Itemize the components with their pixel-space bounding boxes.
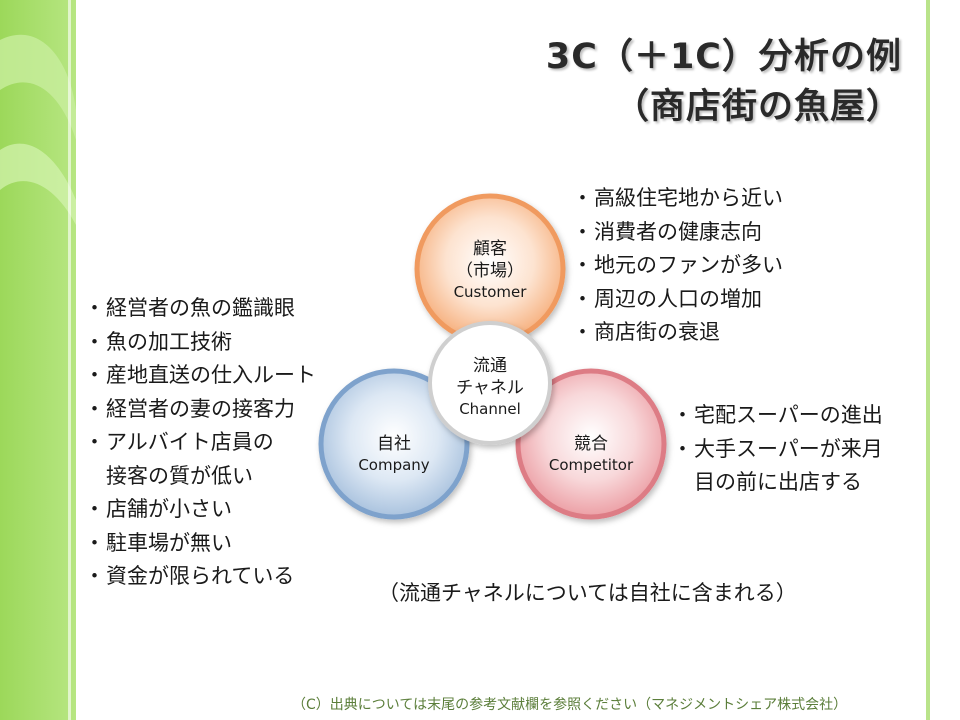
list-item: ・高級住宅地から近い <box>572 186 783 210</box>
band-swirl-decoration <box>0 34 76 140</box>
company-en-label: Company <box>358 456 430 474</box>
channel-jp-label: 流通 <box>473 356 507 376</box>
list-item: ・消費者の健康志向 <box>572 219 762 244</box>
competitor-en-label: Competitor <box>548 456 634 474</box>
list-item: ・経営者の妻の接客力 <box>84 396 295 421</box>
customer-points-list: ・高級住宅地から近い ・消費者の健康志向 ・地元のファンが多い ・周辺の人口の増… <box>572 182 783 350</box>
company-points-list: ・経営者の魚の鑑識眼 ・魚の加工技術 ・産地直送の仕入ルート ・経営者の妻の接客… <box>84 292 316 594</box>
competitor-circle <box>515 368 667 520</box>
channel-note: （流通チャネルについては自社に含まれる） <box>378 581 797 605</box>
list-item: ・店舗が小さい <box>84 497 232 521</box>
customer-jp-label: 顧客 <box>473 239 507 259</box>
left-green-band <box>0 0 76 720</box>
list-item: ・地元のファンが多い <box>572 253 783 277</box>
list-item: ・宅配スーパーの進出 <box>672 403 883 427</box>
competitor-jp-label: 競合 <box>574 434 608 454</box>
channel-en-label: Channel <box>459 400 521 418</box>
footer-source-note: （C）出典については末尾の参考文献欄を参照ください（マネジメントシェア株式会社） <box>292 697 848 713</box>
list-item: ・周辺の人口の増加 <box>572 286 762 311</box>
list-item: ・アルバイト店員の <box>84 430 274 454</box>
right-decorative-rule <box>926 0 930 720</box>
channel-jp-sublabel: チャネル <box>456 378 524 398</box>
channel-circle <box>428 321 552 445</box>
slide-title-line-1: 3C（＋1C）分析の例 <box>545 37 902 77</box>
competitor-circle-label: 競合 Competitor <box>531 433 651 475</box>
list-item: ・魚の加工技術 <box>84 329 232 354</box>
list-item: ・資金が限られている <box>84 564 295 588</box>
customer-jp-sublabel: （市場） <box>456 261 524 281</box>
slide-title-line-2: （商店街の魚屋） <box>613 87 902 127</box>
list-item: ・経営者の魚の鑑識眼 <box>84 296 295 320</box>
list-item: ・商店街の衰退 <box>572 320 720 344</box>
company-jp-label: 自社 <box>377 434 411 454</box>
list-item-continuation: 目の前に出店する <box>694 470 862 494</box>
list-item: ・駐車場が無い <box>84 530 232 555</box>
customer-en-label: Customer <box>453 283 527 301</box>
list-item: ・大手スーパーが来月 <box>672 436 883 461</box>
list-item-continuation: 接客の質が低い <box>106 463 253 488</box>
company-circle-label: 自社 Company <box>334 433 454 475</box>
list-item: ・産地直送の仕入ルート <box>84 363 316 387</box>
channel-circle-label: 流通 チャネル Channel <box>430 355 550 419</box>
company-circle <box>318 368 470 520</box>
competitor-points-list: ・宅配スーパーの進出 ・大手スーパーが来月 目の前に出店する <box>672 399 883 500</box>
customer-circle-label: 顧客 （市場） Customer <box>430 238 550 302</box>
